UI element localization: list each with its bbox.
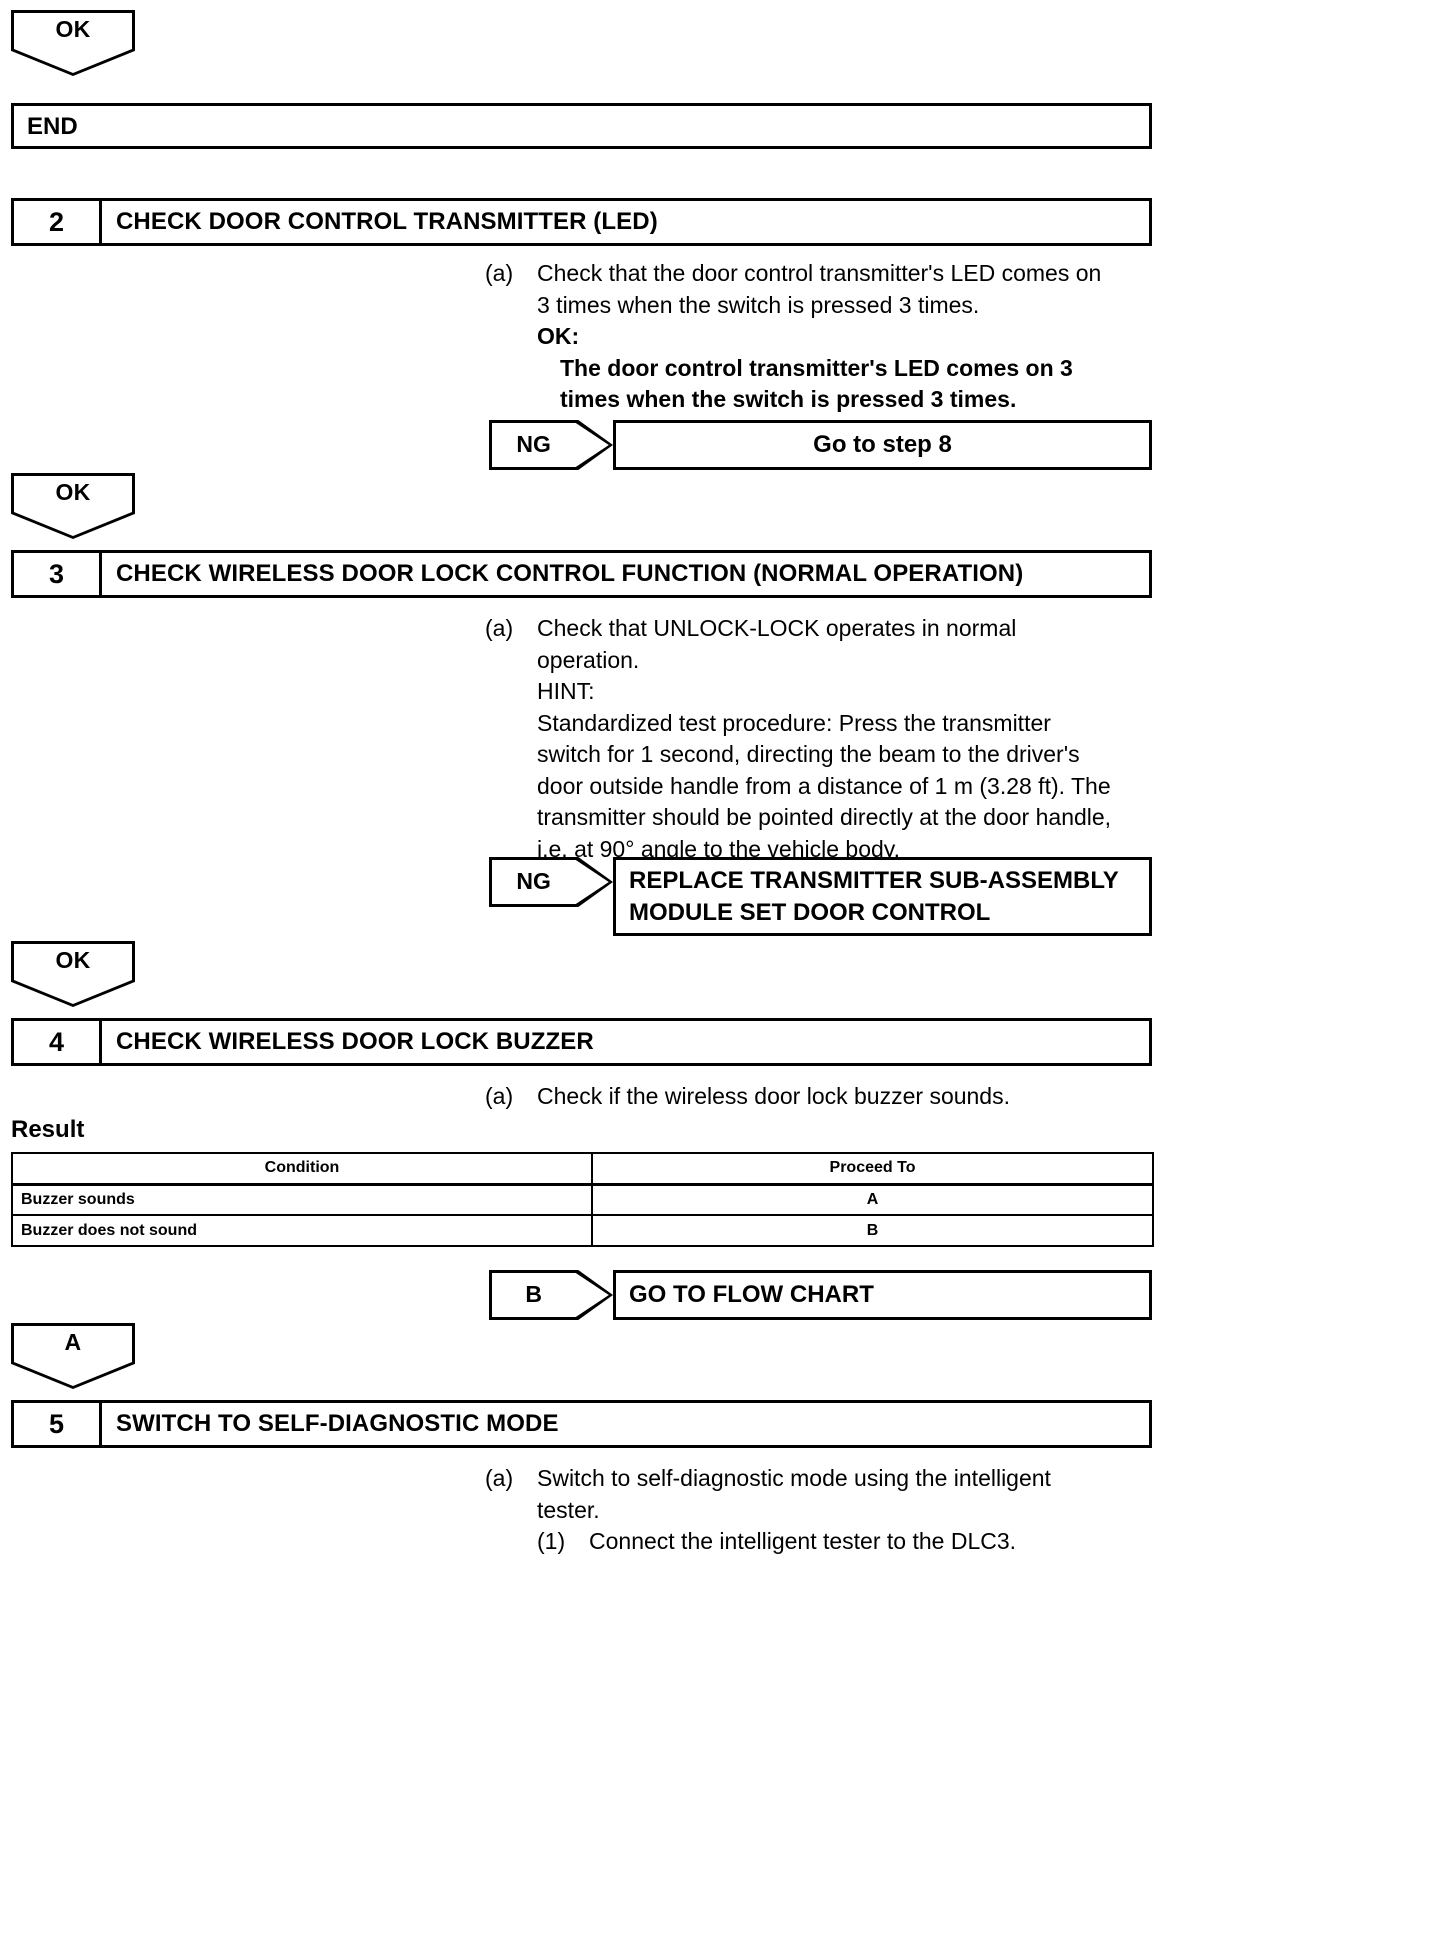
column-header-proceed-to: Proceed To xyxy=(591,1152,1154,1186)
outcome-box-step4: GO TO FLOW CHART xyxy=(613,1270,1152,1320)
ok-criteria-line: The door control transmitter's LED comes… xyxy=(560,354,1073,381)
instruction-item: (a) Check that the door control transmit… xyxy=(485,258,1153,416)
table-header-row: Condition Proceed To xyxy=(11,1152,1154,1186)
connector-label: OK xyxy=(55,16,91,42)
instruction-line: Check if the wireless door lock buzzer s… xyxy=(537,1083,1010,1109)
instruction-marker: (a) xyxy=(485,260,514,286)
result-label: Result xyxy=(11,1116,85,1143)
step-number: 5 xyxy=(14,1403,102,1445)
step-number: 3 xyxy=(14,553,102,595)
instruction-line: 3 times when the switch is pressed 3 tim… xyxy=(537,291,980,318)
step-number: 4 xyxy=(14,1021,102,1063)
sub-instruction-item: (1) Connect the intelligent tester to th… xyxy=(537,1526,1153,1558)
instruction-marker: (a) xyxy=(485,615,514,641)
hint-line: transmitter should be pointed directly a… xyxy=(537,804,1112,830)
ok-criteria-line: times when the switch is pressed 3 times… xyxy=(560,386,1017,412)
instruction-line: tester. xyxy=(537,1496,600,1523)
outcome-line: MODULE SET DOOR CONTROL xyxy=(629,898,991,926)
connector-label: B xyxy=(525,1281,542,1307)
cell-proceed-to: A xyxy=(591,1183,1154,1216)
instruction-body: Check that the door control transmitter'… xyxy=(537,258,1153,416)
step-title: CHECK WIRELESS DOOR LOCK CONTROL FUNCTIO… xyxy=(116,560,1024,587)
instruction-item: (a) Switch to self-diagnostic mode using… xyxy=(485,1463,1153,1558)
step-header-4: 4 CHECK WIRELESS DOOR LOCK BUZZER xyxy=(11,1018,1152,1066)
connector-ok-top: OK xyxy=(11,10,135,76)
sub-instruction-marker: (1) xyxy=(537,1528,566,1554)
connector-ok-step3: OK xyxy=(11,941,135,1007)
table-row: Buzzer sounds A xyxy=(11,1183,1154,1216)
step-title: SWITCH TO SELF-DIAGNOSTIC MODE xyxy=(116,1410,559,1437)
step-header-3: 3 CHECK WIRELESS DOOR LOCK CONTROL FUNCT… xyxy=(11,550,1152,598)
outcome-box-step3: REPLACE TRANSMITTER SUB-ASSEMBLY MODULE … xyxy=(613,857,1152,936)
end-box: END xyxy=(11,103,1152,149)
instruction-body: Check that UNLOCK-LOCK operates in norma… xyxy=(537,613,1153,865)
cell-proceed-to: B xyxy=(591,1214,1154,1247)
instruction-line: Switch to self-diagnostic mode using the… xyxy=(537,1465,1051,1491)
step-header-2: 2 CHECK DOOR CONTROL TRANSMITTER (LED) xyxy=(11,198,1152,246)
step-4-instructions: (a) Check if the wireless door lock buzz… xyxy=(485,1081,1153,1113)
connector-ok-step2: OK xyxy=(11,473,135,539)
connector-label: OK xyxy=(55,947,91,973)
step-header-5: 5 SWITCH TO SELF-DIAGNOSTIC MODE xyxy=(11,1400,1152,1448)
hint-label: HINT: xyxy=(537,678,595,704)
connector-ng-step3: NG xyxy=(489,857,613,907)
outcome-label: GO TO FLOW CHART xyxy=(629,1281,874,1308)
instruction-line: Check that the door control transmitter'… xyxy=(537,260,1102,286)
outcome-text: REPLACE TRANSMITTER SUB-ASSEMBLY MODULE … xyxy=(629,865,1119,929)
instruction-marker: (a) xyxy=(485,1465,514,1491)
connector-ng-step2: NG xyxy=(489,420,613,470)
instruction-item: (a) Check that UNLOCK-LOCK operates in n… xyxy=(485,613,1153,865)
step-3-instructions: (a) Check that UNLOCK-LOCK operates in n… xyxy=(485,613,1153,865)
connector-label: NG xyxy=(516,868,551,894)
instruction-body: Check if the wireless door lock buzzer s… xyxy=(537,1081,1153,1113)
hint-line: door outside handle from a distance of 1… xyxy=(537,772,1111,799)
connector-label: OK xyxy=(55,479,91,505)
hint-line: switch for 1 second, directing the beam … xyxy=(537,741,1080,767)
result-table: Condition Proceed To Buzzer sounds A Buz… xyxy=(11,1152,1154,1247)
connector-a-step4: A xyxy=(11,1323,135,1389)
step-number: 2 xyxy=(14,201,102,243)
instruction-body: Switch to self-diagnostic mode using the… xyxy=(537,1463,1153,1558)
instruction-marker: (a) xyxy=(485,1083,514,1109)
connector-label: NG xyxy=(516,431,551,457)
instruction-line: Check that UNLOCK-LOCK operates in norma… xyxy=(537,615,1017,641)
outcome-label: Go to step 8 xyxy=(813,431,952,458)
step-2-instructions: (a) Check that the door control transmit… xyxy=(485,258,1153,416)
cell-condition: Buzzer sounds xyxy=(11,1183,593,1216)
outcome-box-step2: Go to step 8 xyxy=(613,420,1152,470)
hint-line: Standardized test procedure: Press the t… xyxy=(537,709,1051,736)
column-header-condition: Condition xyxy=(11,1152,593,1186)
instruction-line: operation. xyxy=(537,646,640,673)
table-row: Buzzer does not sound B xyxy=(11,1214,1154,1247)
step-title: CHECK DOOR CONTROL TRANSMITTER (LED) xyxy=(116,208,658,235)
instruction-item: (a) Check if the wireless door lock buzz… xyxy=(485,1081,1153,1113)
step-title: CHECK WIRELESS DOOR LOCK BUZZER xyxy=(116,1028,594,1055)
cell-condition: Buzzer does not sound xyxy=(11,1214,593,1247)
end-label: END xyxy=(27,112,78,140)
connector-label: A xyxy=(64,1329,82,1355)
connector-b-step4: B xyxy=(489,1270,613,1320)
ok-criteria-label: OK: xyxy=(537,323,580,349)
outcome-line: REPLACE TRANSMITTER SUB-ASSEMBLY xyxy=(629,866,1119,894)
step-5-instructions: (a) Switch to self-diagnostic mode using… xyxy=(485,1463,1153,1558)
sub-instruction-body: Connect the intelligent tester to the DL… xyxy=(589,1528,1017,1554)
